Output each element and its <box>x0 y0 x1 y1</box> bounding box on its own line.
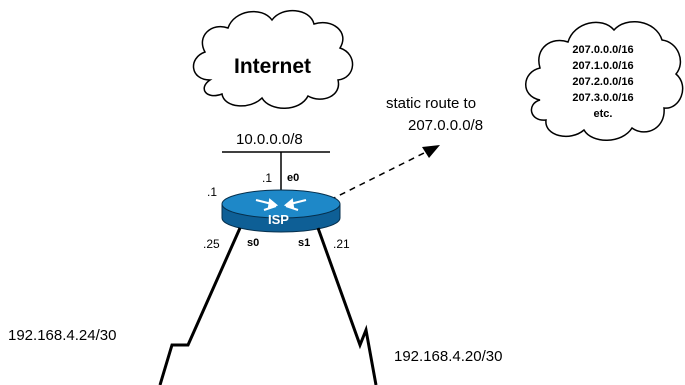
route-item: etc. <box>593 108 613 120</box>
isp-router <box>221 189 341 233</box>
internet-cloud <box>192 10 354 109</box>
s0-interface-label: s0 <box>247 237 260 249</box>
route-item: 207.1.0.0/16 <box>572 60 634 72</box>
left-address-label: .1 <box>207 185 218 199</box>
s1-address-label: .21 <box>333 237 350 251</box>
e0-address-label: .1 <box>262 171 273 185</box>
router-label: ISP <box>268 212 289 227</box>
static-route-line2: 207.0.0.0/8 <box>408 117 484 134</box>
s0-address-label: .25 <box>203 237 220 251</box>
lan-network-label: 10.0.0.0/8 <box>236 131 303 148</box>
s1-interface-label: s1 <box>298 237 311 249</box>
customer-cloud <box>525 21 684 141</box>
route-item: 207.0.0.0/16 <box>572 44 634 56</box>
static-route-arrow <box>329 151 427 201</box>
static-route-arrowhead <box>422 145 440 158</box>
route-item: 207.3.0.0/16 <box>572 92 634 104</box>
static-route-line1: static route to <box>386 95 477 112</box>
serial-link-left-label: 192.168.4.24/30 <box>8 327 117 344</box>
customer-route-list: 207.0.0.0/16 207.1.0.0/16 207.2.0.0/16 2… <box>548 42 658 122</box>
internet-label: Internet <box>234 55 312 78</box>
serial-link-right-label: 192.168.4.20/30 <box>394 348 503 365</box>
serial-link-right <box>316 227 378 385</box>
e0-interface-label: e0 <box>287 172 300 184</box>
serial-link-left <box>158 227 242 385</box>
route-item: 207.2.0.0/16 <box>572 76 634 88</box>
router-arrows-icon <box>255 198 307 211</box>
